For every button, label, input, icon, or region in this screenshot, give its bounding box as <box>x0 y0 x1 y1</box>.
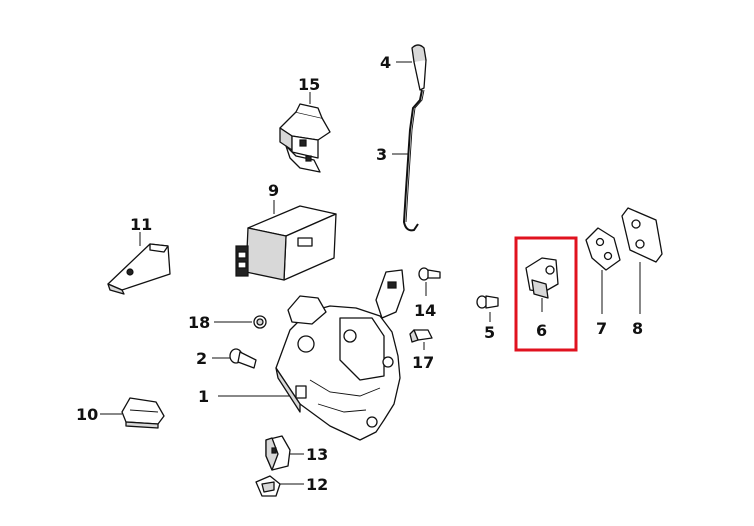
part-14-screw: 14 <box>414 267 441 320</box>
label-17: 17 <box>412 353 434 372</box>
part-17-stud: 17 <box>409 329 434 372</box>
part-5-bolt: 5 <box>476 295 499 342</box>
part-15-actuator: 15 <box>279 75 331 173</box>
label-10: 10 <box>76 405 98 424</box>
part-7-shim: 7 <box>585 227 621 338</box>
part-9-module: 9 <box>235 181 337 281</box>
label-8: 8 <box>632 319 643 338</box>
part-10-clip: 10 <box>76 397 165 429</box>
part-11-wedge: 11 <box>107 215 171 295</box>
part-6-striker-bracket: 6 <box>525 257 559 340</box>
label-6: 6 <box>536 321 547 340</box>
label-18: 18 <box>188 313 210 332</box>
label-15: 15 <box>298 75 320 94</box>
part-8-striker-plate: 8 <box>621 207 663 338</box>
label-13: 13 <box>306 445 328 464</box>
label-4: 4 <box>380 53 391 72</box>
label-9: 9 <box>268 181 279 200</box>
label-2: 2 <box>196 349 207 368</box>
label-14: 14 <box>414 301 436 320</box>
label-5: 5 <box>484 323 495 342</box>
label-3: 3 <box>376 145 387 164</box>
part-13-block: 13 <box>265 435 328 471</box>
label-12: 12 <box>306 475 328 494</box>
highlight-box-part-6 <box>514 236 578 352</box>
part-18-nut: 18 <box>188 313 267 332</box>
part-12-rod-clip: 12 <box>255 475 328 497</box>
part-2-screw: 2 <box>196 348 257 369</box>
part-3-lock-rod: 3 <box>376 89 425 232</box>
label-1: 1 <box>198 387 209 406</box>
label-11: 11 <box>130 215 152 234</box>
label-7: 7 <box>596 319 607 338</box>
part-1-lock-mechanism: 1 <box>198 269 405 441</box>
part-4-lock-knob: 4 <box>380 44 427 91</box>
